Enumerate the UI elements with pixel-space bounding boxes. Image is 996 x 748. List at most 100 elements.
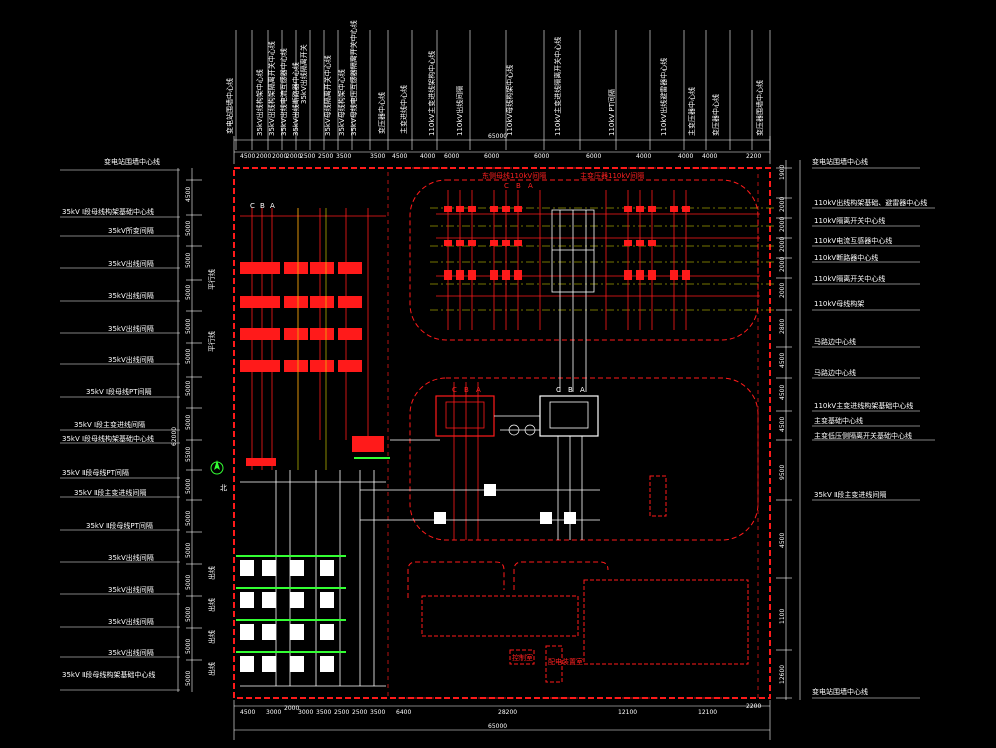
top-label: 35kV母线电压互感器隔离开关中心线 [349,20,358,136]
side-label: 平行线 [207,331,216,352]
left-dim: 5000 [185,543,192,558]
phase-letter: A [476,386,481,394]
top-label: 变压器围墙中心线 [755,80,764,136]
buildings [421,475,749,683]
right-dim: 1100 [779,609,786,624]
top-label: 35kV出线隔离开关 [299,44,308,104]
top-dim: 3500 [336,153,351,160]
top-label: 110kV出线避雷器中心线 [659,58,668,136]
side-label: 平行线 [207,269,216,290]
110kv-main-gantry [551,209,595,392]
35kv-lower-frame [240,470,386,687]
substation-wall [233,167,771,699]
top-label: 变压器中心线 [711,94,720,136]
phase-letter: B [464,386,469,394]
110kv-phase-letters: C B A [504,182,533,190]
transformer-to-35kv-links [360,429,600,521]
phase-letter: A [580,386,585,394]
right-label: 110kV电流互感器中心线 [814,236,892,245]
phase-letter: C [504,182,509,190]
left-label: 35kV出线间隔 [108,585,154,594]
right-label: 110kV断路器中心线 [814,253,878,262]
left-labels: 变电站围墙中心线 35kV Ⅰ段母线构架基础中心线 35kV所变间隔 35kV出… [62,157,160,679]
top-label: 35kV母线构架中心线 [337,69,346,136]
left-dim: 5000 [185,381,192,396]
left-dim: 5000 [185,319,192,334]
side-label: 出线 [207,630,216,644]
bottom-total-dim: 65000 [488,723,507,730]
side-label: 出线 [207,662,216,676]
right-dim: 2000 [779,257,786,272]
side-label: 出线 [207,598,216,612]
left-dimension-lines [177,168,202,692]
right-dim: 4500 [779,533,786,548]
center-connectors [390,415,540,441]
left-label: 35kV Ⅱ段母线构架基础中心线 [62,670,155,679]
top-labels: 变电站围墙中心线 35kV出线构架中心线 35kV出线构架隔离开关中心线 35k… [225,20,764,136]
top-dim: 6000 [484,153,499,160]
phase-letter: C [250,202,255,210]
right-dim: 2000 [779,237,786,252]
right-label: 110kV主变进线构架基础中心线 [814,401,913,410]
left-label: 35kV出线间隔 [108,324,154,333]
phase-letter: A [270,202,275,210]
top-label: 35kV出线构架中心线 [255,69,264,136]
left-dim: 5000 [185,671,192,686]
bottom-dim: 3000 [298,709,313,716]
left-label: 35kV Ⅰ段母线构架基础中心线 [62,434,154,443]
north-label: 北 [220,484,227,492]
left-label: 35kV出线间隔 [108,355,154,364]
transformer-link-equipment [434,484,576,524]
bottom-dim: 3500 [370,709,385,716]
left-label: 35kV Ⅱ段主变进线间隔 [74,488,146,497]
35kv-upper-phase-letters: C B A [250,202,275,210]
top-dim: 6000 [444,153,459,160]
right-label: 变电站围墙中心线 [812,687,868,696]
top-dim: 4000 [702,153,717,160]
right-dim: 1900 [779,165,786,180]
top-label: 变电站围墙中心线 [225,78,234,134]
top-dim: 4500 [240,153,255,160]
top-label: 110kV主变进线架构中心线 [427,51,436,136]
top-label: 110kV主变进线隔离开关中心线 [553,37,562,136]
left-dim: 5000 [185,575,192,590]
transformer-1-phase-letters: C B A [452,386,481,394]
transformer-1 [435,382,495,540]
left-dimension-texts: 62000 4500 5000 5000 5000 5000 5000 5000… [171,187,192,686]
left-total-dim: 62000 [171,427,178,446]
bottom-dimension-texts: 4500 3000 2000 3000 3500 2500 2500 3500 … [240,703,761,730]
road-outlines [387,167,759,699]
bus-title-left: 东侧母线110kV间隔 [482,171,546,180]
right-label: 变电站围墙中心线 [812,157,868,166]
top-label: 主变进线中心线 [399,85,408,134]
bottom-dim: 6400 [396,709,411,716]
bottom-dim: 2000 [284,705,299,712]
left-label: 35kV Ⅰ段母线PT间隔 [86,387,152,396]
top-total-dim: 65000 [488,133,507,140]
top-dim: 6000 [586,153,601,160]
left-label: 35kV Ⅱ段母线PT间隔 [86,521,153,530]
left-dim: 5000 [185,607,192,622]
left-label: 35kV出线间隔 [108,291,154,300]
bottom-dim: 12100 [618,709,637,716]
35kv-upper-bays [240,262,384,466]
right-label: 110kV隔离开关中心线 [814,274,885,283]
bottom-dim: 28200 [498,709,517,716]
left-label: 35kV出线间隔 [108,553,154,562]
top-dim: 2000 [272,153,287,160]
phase-letter: B [516,182,521,190]
right-dim: 2000 [779,217,786,232]
phase-letter: A [528,182,533,190]
left-dim: 5000 [185,349,192,364]
top-dim: 4500 [392,153,407,160]
right-label: 马路边中心线 [814,368,856,377]
right-dimension-texts: 1900 2000 2000 2000 2000 2000 2800 4500 … [779,165,786,684]
left-label: 35kV Ⅱ段母线PT间隔 [62,468,129,477]
top-label: 110kV PT间隔 [607,89,616,136]
top-label: 变压器中心线 [377,92,386,134]
top-dim: 2200 [746,153,761,160]
bottom-dim: 2500 [352,709,367,716]
top-dim: 2000 [256,153,271,160]
bottom-dim: 2500 [334,709,349,716]
